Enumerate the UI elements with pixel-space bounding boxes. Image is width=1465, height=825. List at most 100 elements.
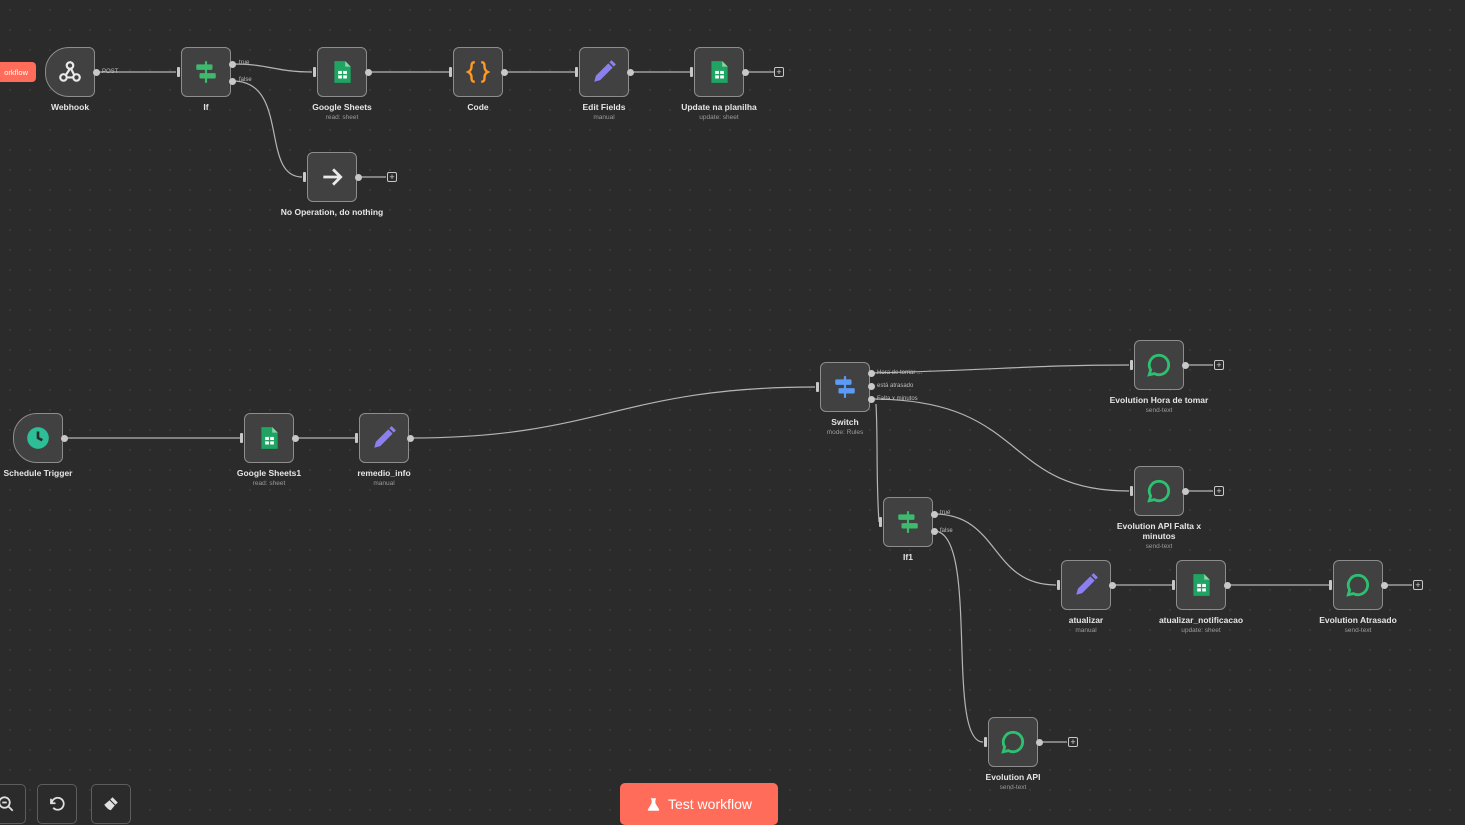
node-if1[interactable] (883, 497, 933, 547)
add-node-button[interactable]: + (774, 67, 784, 77)
node-label: Schedule Trigger (3, 468, 73, 478)
node-label: Evolution API Falta x minutos (1116, 521, 1202, 541)
node-noop[interactable] (307, 152, 357, 202)
node-atualizar[interactable] (1061, 560, 1111, 610)
webhook-method-label: POST (102, 69, 119, 75)
add-node-button[interactable]: + (1413, 580, 1423, 590)
switch-output-hora-label: Hora de tomar ... (877, 370, 923, 376)
add-node-button[interactable]: + (1214, 486, 1224, 496)
output-port[interactable] (867, 369, 875, 377)
output-port[interactable] (354, 173, 362, 181)
output-port[interactable] (406, 434, 414, 442)
switch-icon (832, 374, 858, 400)
output-port[interactable] (1108, 581, 1116, 589)
node-label: atualizar (1068, 615, 1104, 625)
node-remedio[interactable] (359, 413, 409, 463)
node-sheets1[interactable] (244, 413, 294, 463)
output-port[interactable] (291, 434, 299, 442)
switch-output-falta-label: Falta x minutos (877, 396, 918, 402)
input-port[interactable] (355, 433, 358, 443)
node-editfields[interactable] (579, 47, 629, 97)
output-port[interactable] (500, 68, 508, 76)
node-evoatrasado[interactable] (1333, 560, 1383, 610)
output-port[interactable] (228, 60, 236, 68)
input-port[interactable] (303, 172, 306, 182)
input-port[interactable] (879, 517, 882, 527)
output-port[interactable] (92, 68, 100, 76)
node-switch[interactable] (820, 362, 870, 412)
output-port[interactable] (626, 68, 634, 76)
output-port[interactable] (867, 395, 875, 403)
output-port[interactable] (1380, 581, 1388, 589)
node-label: Evolution Atrasado (1319, 615, 1397, 625)
output-port[interactable] (1181, 487, 1189, 495)
input-port[interactable] (177, 67, 180, 77)
output-port[interactable] (930, 510, 938, 518)
output-port[interactable] (1035, 738, 1043, 746)
node-subtitle: read: sheet (325, 114, 359, 121)
input-port[interactable] (1130, 360, 1133, 370)
clean-up-button[interactable] (91, 784, 131, 824)
google-sheets-icon (329, 59, 355, 85)
connection-if1-false-evoapi (933, 530, 984, 743)
node-evohora[interactable] (1134, 340, 1184, 390)
edit-icon (371, 425, 397, 451)
input-port[interactable] (1130, 486, 1133, 496)
node-if[interactable] (181, 47, 231, 97)
output-port[interactable] (867, 382, 875, 390)
node-sheets[interactable] (317, 47, 367, 97)
node-label: Google Sheets (312, 102, 372, 112)
node-subtitle: send-text (1145, 407, 1173, 414)
add-node-button[interactable]: + (1068, 737, 1078, 747)
output-port[interactable] (1223, 581, 1231, 589)
node-evofalta[interactable] (1134, 466, 1184, 516)
input-port[interactable] (240, 433, 243, 443)
clean-up-icon (104, 797, 118, 811)
output-port[interactable] (60, 434, 68, 442)
switch-output-atrasado-label: está atrasado (877, 383, 914, 389)
node-label: remedio_info (357, 468, 411, 478)
input-port[interactable] (1329, 580, 1332, 590)
node-schedule[interactable] (13, 413, 63, 463)
google-sheets-icon (256, 425, 282, 451)
zoom-out-button[interactable] (0, 784, 26, 824)
chat-icon (1345, 572, 1371, 598)
node-label: If (203, 102, 209, 112)
input-port[interactable] (984, 737, 987, 747)
edit-icon (1073, 572, 1099, 598)
input-port[interactable] (1057, 580, 1060, 590)
input-port[interactable] (816, 382, 819, 392)
node-subtitle: manual (593, 114, 615, 121)
input-port[interactable] (575, 67, 578, 77)
node-atualnotif[interactable] (1176, 560, 1226, 610)
input-port[interactable] (313, 67, 316, 77)
node-subtitle: send-text (1145, 543, 1173, 550)
input-port[interactable] (690, 67, 693, 77)
connection-switch-if1 (875, 403, 880, 523)
add-node-button[interactable]: + (1214, 360, 1224, 370)
output-port[interactable] (930, 527, 938, 535)
google-sheets-icon (1188, 572, 1214, 598)
webhook-icon (57, 59, 83, 85)
test-workflow-button[interactable]: Test workflow (620, 783, 778, 825)
add-node-button[interactable]: + (387, 172, 397, 182)
connection-remedio-switch (410, 386, 816, 439)
undo-button[interactable] (37, 784, 77, 824)
output-port[interactable] (364, 68, 372, 76)
output-port[interactable] (741, 68, 749, 76)
node-subtitle: send-text (1344, 627, 1372, 634)
node-evoapi[interactable] (988, 717, 1038, 767)
output-port[interactable] (228, 77, 236, 85)
edit-icon (591, 59, 617, 85)
workflow-trigger-chip[interactable]: orkflow (0, 62, 36, 82)
input-port[interactable] (449, 67, 452, 77)
test-workflow-label: Test workflow (667, 796, 753, 812)
input-port[interactable] (1172, 580, 1175, 590)
if-icon (193, 59, 219, 85)
node-code[interactable] (453, 47, 503, 97)
output-port[interactable] (1181, 361, 1189, 369)
node-update[interactable] (694, 47, 744, 97)
node-webhook[interactable] (45, 47, 95, 97)
node-label: Google Sheets1 (236, 468, 302, 478)
